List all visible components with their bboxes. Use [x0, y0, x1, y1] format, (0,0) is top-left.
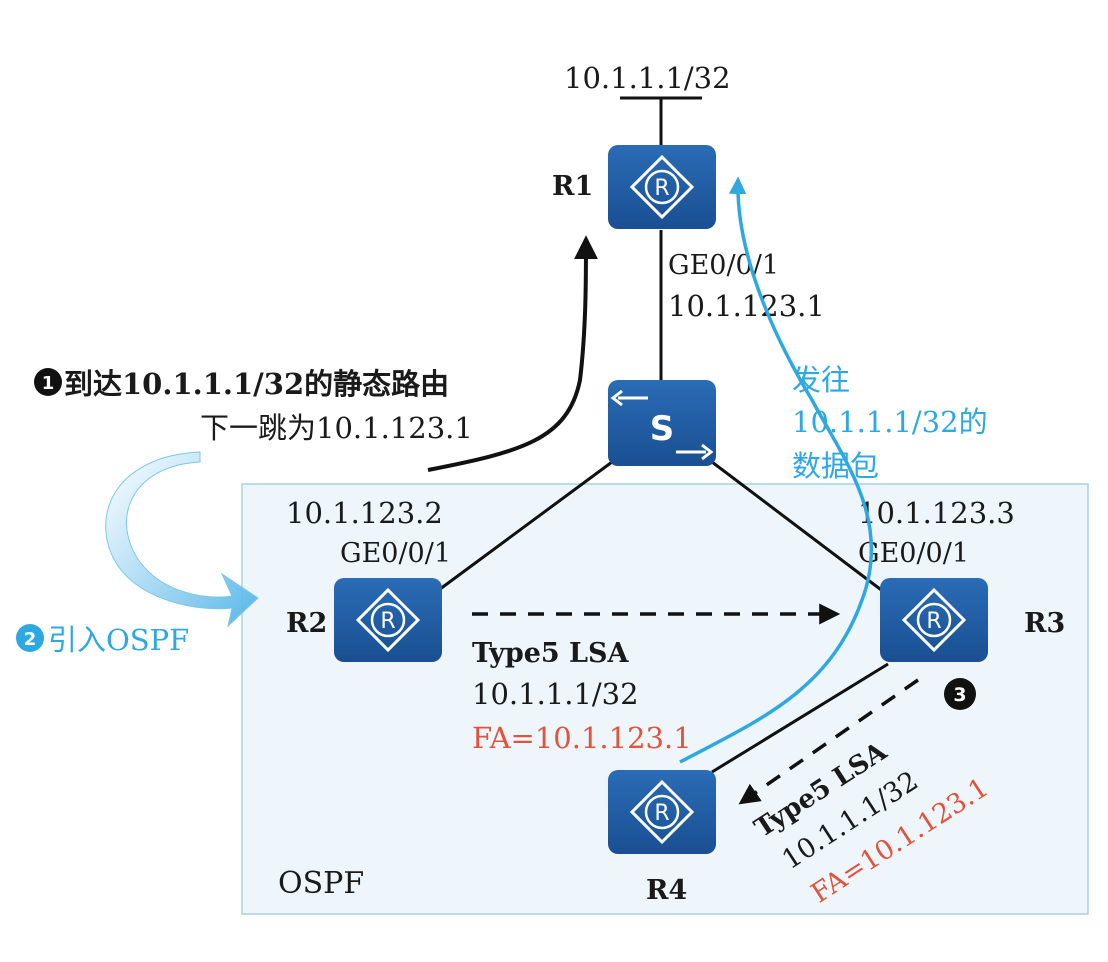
svg-text:R: R	[654, 801, 669, 826]
r1-label: R1	[552, 171, 593, 202]
step1-marker	[34, 368, 62, 396]
router-r2[interactable]: R	[334, 578, 442, 662]
lsa-arrow-r3-r4	[738, 678, 919, 805]
svg-text:3: 3	[953, 684, 966, 706]
router-icon	[608, 145, 716, 229]
svg-text:R: R	[654, 176, 669, 201]
svg-text:R: R	[926, 609, 941, 634]
blue-note-line2: 10.1.1.1/32的	[792, 405, 988, 439]
data-packet-path	[679, 176, 874, 764]
blue-note-line3: 数据包	[792, 449, 879, 483]
r4-label: R4	[646, 875, 687, 906]
r3-label: R3	[1024, 608, 1065, 639]
lsa-r2-r3-title: Type5 LSA	[472, 638, 630, 669]
router-icon	[334, 578, 442, 662]
switch-icon	[608, 380, 716, 466]
step3-marker	[944, 678, 976, 710]
top-prefix-label: 10.1.1.1/32	[564, 61, 731, 95]
r2-interface: GE0/0/1	[340, 538, 451, 569]
svg-text:1: 1	[42, 373, 55, 394]
r3-ip: 10.1.123.3	[858, 496, 1015, 530]
r1-ip: 10.1.123.1	[668, 289, 825, 323]
step2-text: 引入OSPF	[48, 623, 189, 657]
router-r3[interactable]: R	[880, 578, 988, 662]
router-r4[interactable]: R	[608, 770, 716, 854]
static-route-arrow	[427, 235, 598, 472]
svg-text:R: R	[380, 609, 395, 634]
r2-label: R2	[286, 608, 327, 639]
r3-interface: GE0/0/1	[858, 538, 969, 569]
import-curve-arrow	[105, 451, 259, 628]
ospf-area-label: OSPF	[278, 866, 364, 901]
router-r1[interactable]: R	[608, 145, 716, 229]
link-r3-r4	[711, 662, 889, 774]
lsa-r2-r3-prefix: 10.1.1.1/32	[472, 677, 639, 711]
router-icon	[608, 770, 716, 854]
lsa-r2-r3-fa: FA=10.1.123.1	[472, 721, 692, 755]
router-icon	[880, 578, 988, 662]
r2-ip: 10.1.123.2	[286, 496, 443, 530]
svg-text:2: 2	[24, 629, 37, 650]
link-switch-r2	[435, 460, 613, 594]
r1-interface: GE0/0/1	[668, 250, 779, 281]
svg-text:S: S	[650, 409, 675, 449]
step1-line2: 下一跳为10.1.123.1	[200, 411, 473, 445]
blue-note-line1: 发往	[792, 363, 850, 397]
link-switch-r3	[711, 460, 885, 594]
step1-line1: 到达10.1.1.1/32的静态路由	[64, 367, 449, 401]
switch-s[interactable]: S	[608, 380, 716, 466]
step2-marker	[16, 624, 44, 652]
